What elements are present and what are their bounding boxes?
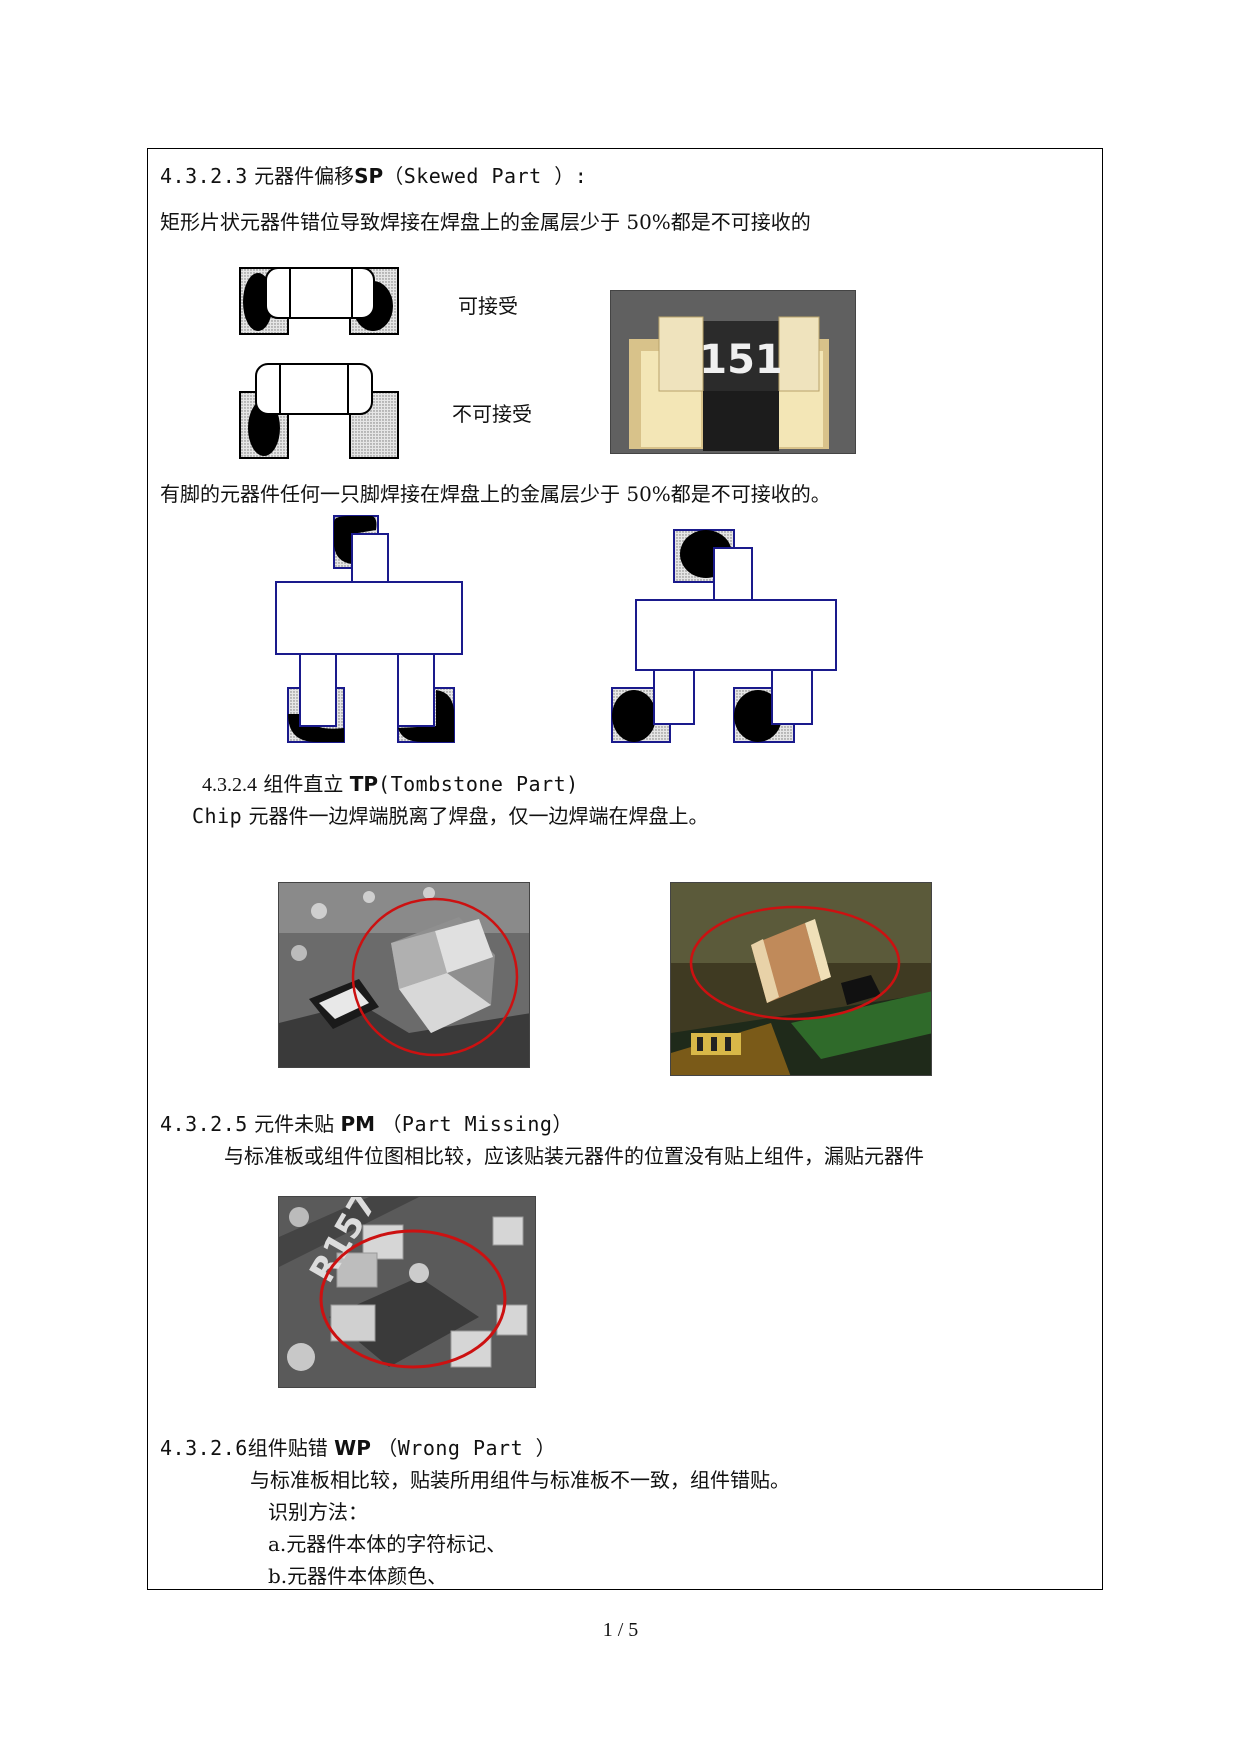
heading-number: 4.3.2.5 [160,1112,248,1136]
sot-unacceptable-diagram [611,529,837,743]
identification-method-title: 识别方法： [268,1500,368,1524]
section-heading-tombstone: 4.3.2.4 组件直立 TP(Tombstone Part) [202,772,579,797]
missing-description: 与标准板或组件位图相比较，应该贴装元器件的位置没有贴上组件，漏贴元器件 [224,1144,924,1168]
heading-title-cn: 组件直立 [263,772,344,796]
method-item: b.元器件本体颜色、 [268,1564,448,1588]
skewed-chip-photo: 151 [610,290,856,454]
heading-code: TP [349,772,379,796]
skewed-description: 矩形片状元器件错位导致焊接在焊盘上的金属层少于 50%都是不可接收的 [160,210,811,234]
chip-marking: 151 [699,337,783,383]
section-heading-wrong: 4.3.2.6组件贴错 WP （Wrong Part ） [160,1436,556,1460]
wrong-description: 与标准板相比较，贴装所用组件与标准板不一致，组件错贴。 [250,1468,790,1492]
heading-title-en: （Part Missing） [381,1112,573,1136]
heading-code: PM [340,1112,376,1136]
heading-title-cn: 元件未贴 [254,1112,335,1136]
tombstone-photo-2 [670,882,932,1076]
chip-unacceptable-diagram [239,363,399,459]
method-item: a.元器件本体的字符标记、 [268,1532,507,1556]
heading-title-cn: 组件贴错 [247,1436,328,1460]
missing-part-photo: R157 [278,1196,536,1388]
heading-title-cn: 元器件偏移 [254,164,355,188]
heading-code: WP [334,1436,371,1460]
label-unacceptable: 不可接受 [452,402,532,426]
tombstone-photo-1 [278,882,530,1068]
desc-text: 元器件一边焊端脱离了焊盘，仅一边焊端在焊盘上。 [248,804,709,828]
leaded-description: 有脚的元器件任何一只脚焊接在焊盘上的金属层少于 50%都是不可接收的。 [160,482,831,506]
desc-prefix: Chip [192,804,243,828]
heading-code: SP [354,164,384,188]
tombstone-description: Chip 元器件一边焊端脱离了焊盘，仅一边焊端在焊盘上。 [192,804,709,828]
content-frame [147,148,1103,1590]
label-acceptable: 可接受 [458,294,518,318]
heading-title-en: (Tombstone Part) [378,772,579,796]
heading-number: 4.3.2.6 [160,1436,248,1460]
section-heading-skewed: 4.3.2.3 元器件偏移SP（Skewed Part ）: [160,164,587,188]
heading-title-en: （Wrong Part ） [377,1436,557,1460]
heading-number: 4.3.2.3 [160,164,248,188]
heading-number: 4.3.2.4 [202,774,257,796]
page-number: 1 / 5 [602,1619,639,1641]
heading-title-en: （Skewed Part ）: [383,164,588,188]
section-heading-missing: 4.3.2.5 元件未贴 PM （Part Missing） [160,1112,573,1136]
sot-acceptable-diagram [275,515,463,743]
chip-acceptable-diagram [239,267,399,335]
